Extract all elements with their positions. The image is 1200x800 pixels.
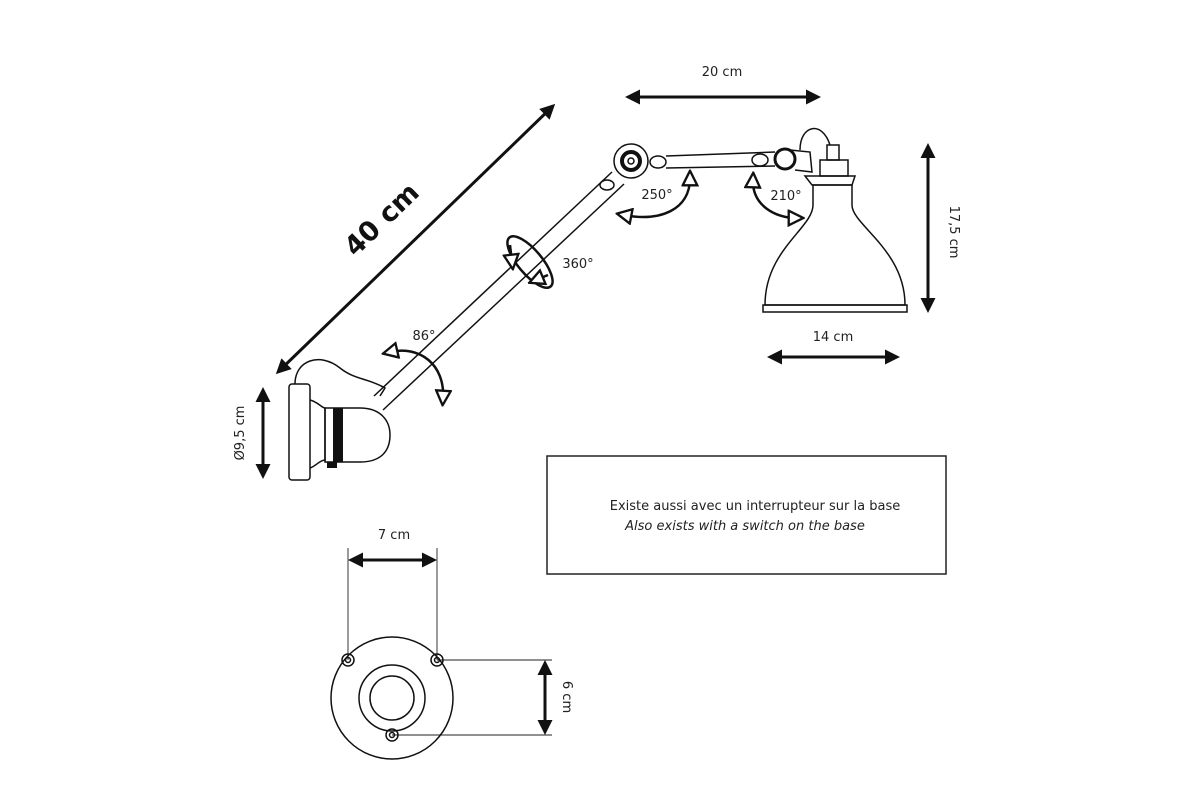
- base-plate-front-view: [330, 548, 552, 760]
- screw-hole-icon: [430, 653, 444, 667]
- note-box: [546, 455, 947, 575]
- rotation-arrow-210: [753, 180, 796, 218]
- rotation-arrow-360: [506, 235, 554, 289]
- rotation-arrow-250: [624, 178, 690, 217]
- dimension-label-7cm: 7 cm: [378, 528, 410, 543]
- note-english: Also exists with a switch on the base: [624, 519, 865, 534]
- angle-label-360: 360°: [562, 257, 593, 272]
- dimension-label-14cm: 14 cm: [813, 330, 854, 345]
- angle-label-86: 86°: [412, 329, 435, 344]
- dimension-label-base-diameter: Ø9,5 cm: [233, 406, 248, 461]
- rotation-arrow-86: [390, 351, 443, 398]
- dimension-label-40cm: 40 cm: [339, 177, 426, 263]
- screw-hole-icon: [341, 653, 355, 667]
- angle-label-250: 250°: [641, 188, 672, 203]
- note-french: Existe aussi avec un interrupteur sur la…: [610, 499, 900, 514]
- dimension-arrow-40cm: [275, 103, 556, 375]
- lamp-illustration: [288, 127, 908, 481]
- dimension-label-17-5cm: 17,5 cm: [946, 206, 961, 259]
- angle-label-210: 210°: [770, 189, 801, 204]
- dimension-label-20cm: 20 cm: [702, 65, 743, 80]
- screw-hole-icon: [385, 728, 399, 742]
- dimension-label-6cm: 6 cm: [559, 681, 574, 713]
